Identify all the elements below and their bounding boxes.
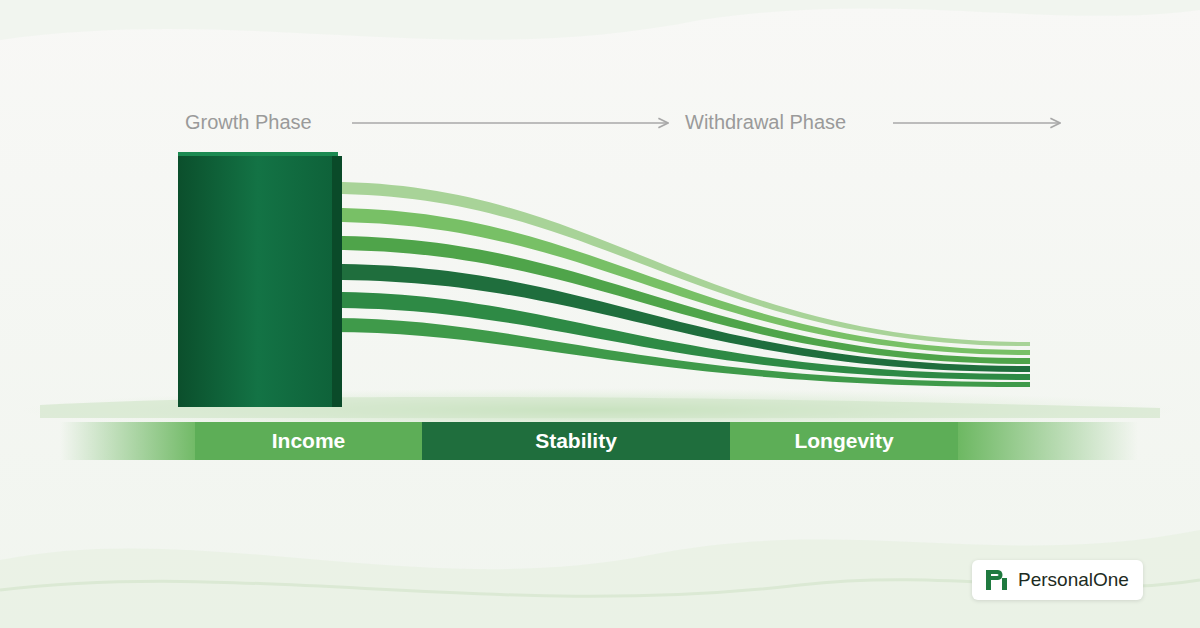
asset-block bbox=[178, 152, 342, 407]
phase-label: Growth Phase bbox=[185, 111, 312, 134]
brand-name: PersonalOne bbox=[1018, 569, 1129, 591]
block-top bbox=[178, 152, 338, 156]
band-label: Income bbox=[272, 429, 346, 453]
logo-icon bbox=[984, 568, 1010, 592]
band-segment: Longevity bbox=[730, 422, 958, 460]
ribbons bbox=[330, 182, 1030, 387]
ribbon bbox=[330, 182, 1030, 346]
band-segment: Stability bbox=[422, 422, 730, 460]
block-side bbox=[332, 156, 342, 407]
logo-mark bbox=[986, 570, 1003, 590]
band-label: Stability bbox=[535, 429, 617, 453]
band-segment: Income bbox=[195, 422, 422, 460]
band-label: Longevity bbox=[794, 429, 893, 453]
logo-mark bbox=[1002, 578, 1007, 590]
phase-arrow bbox=[352, 122, 668, 124]
swirl bbox=[0, 0, 1200, 40]
phase-label: Withdrawal Phase bbox=[685, 111, 846, 134]
block-front bbox=[178, 152, 338, 407]
ribbon bbox=[330, 264, 1030, 372]
band-fade bbox=[958, 422, 1138, 460]
phase-arrow bbox=[893, 122, 1060, 124]
band-fade bbox=[60, 422, 200, 460]
swirl bbox=[0, 530, 1200, 628]
ribbon bbox=[330, 318, 1030, 387]
